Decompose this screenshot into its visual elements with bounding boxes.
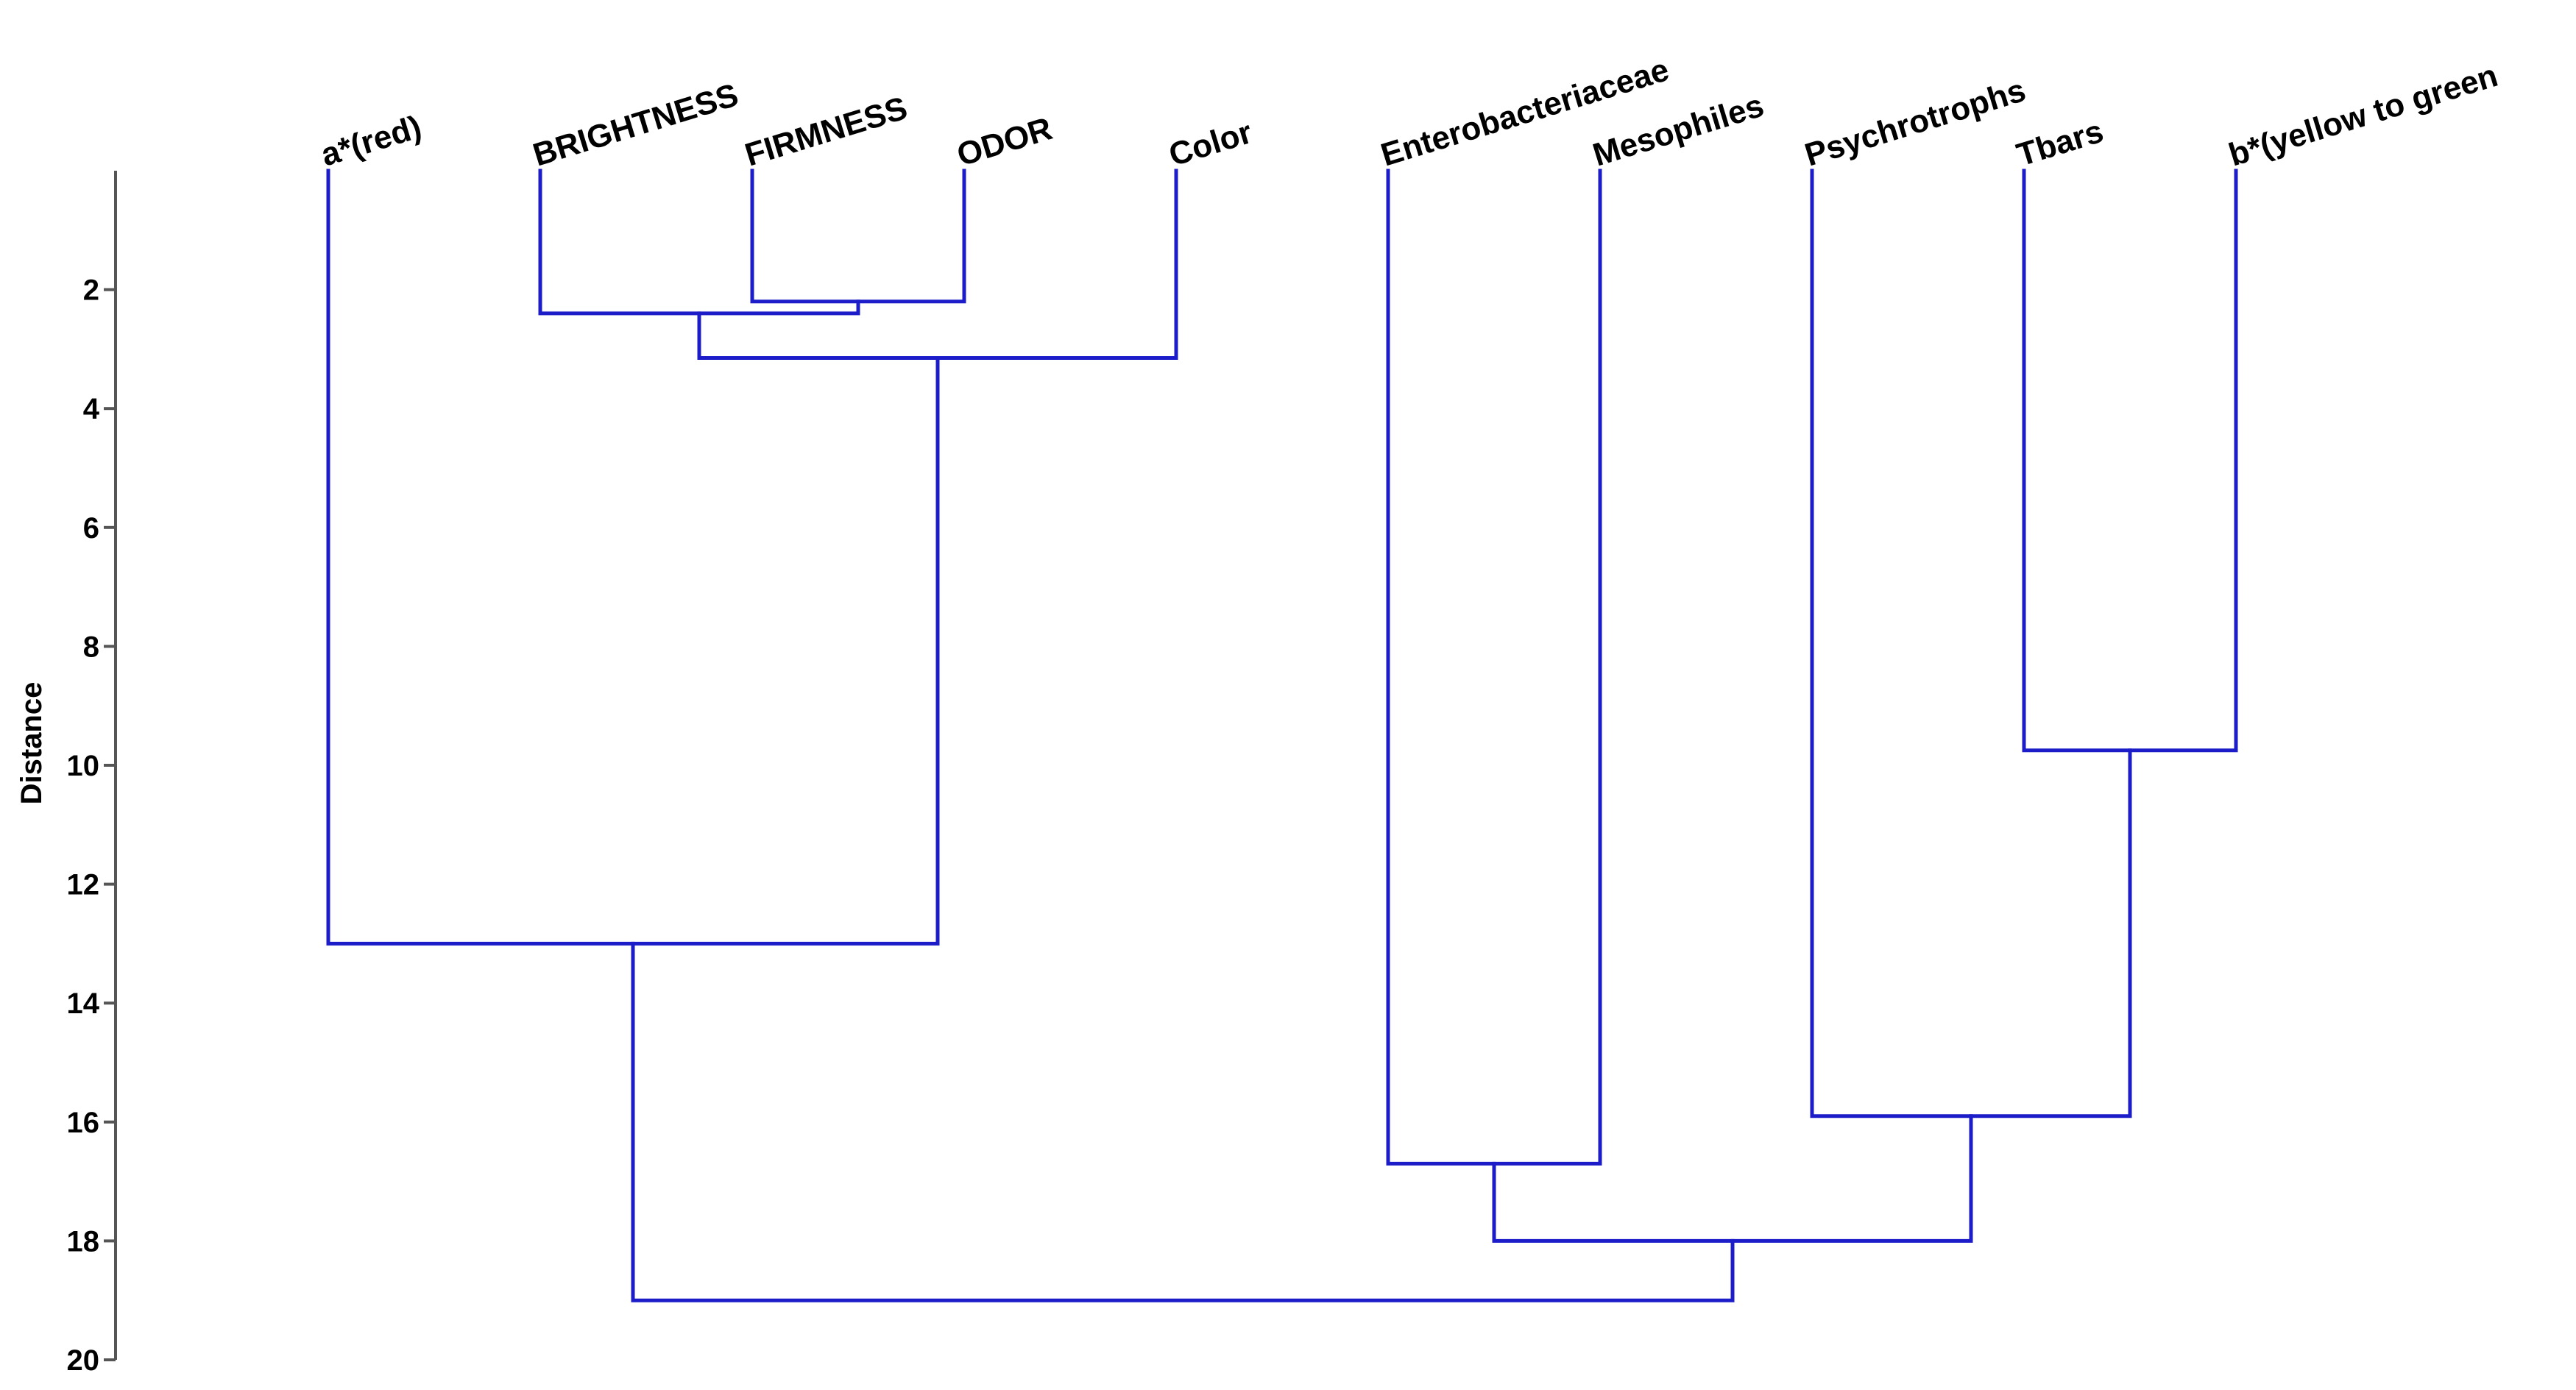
- dendrogram-link-m3: [697, 169, 1178, 361]
- leaf-label-psychrotrophs: Psychrotrophs: [1801, 72, 2030, 174]
- dendrogram-link-m1: [750, 169, 966, 304]
- y-tick-label: 18: [67, 1225, 100, 1258]
- dendrogram-link-m9: [631, 941, 1735, 1302]
- leaf-label-tbars: Tbars: [2013, 113, 2108, 174]
- leaf-label-color: Color: [1165, 114, 1256, 173]
- y-tick-label: 16: [67, 1107, 100, 1139]
- dendrogram-link-m6: [1810, 169, 2132, 1118]
- leaf-label-a-red: a*(red): [317, 109, 426, 174]
- leaf-label-b-yellow-to-green: b*(yellow to green: [2225, 57, 2502, 174]
- y-axis-title: Distance: [15, 682, 48, 805]
- dendrogram-link-m7: [1386, 169, 1602, 1166]
- dendrogram-link-m4: [326, 169, 940, 946]
- dendrogram-link-m5: [2022, 169, 2238, 753]
- leaf-label-brightness: BRIGHTNESS: [529, 77, 743, 173]
- dendrogram-link-m2: [538, 169, 860, 316]
- dendrogram-link-m8: [1492, 1114, 1973, 1243]
- y-tick-label: 6: [83, 512, 99, 545]
- y-tick-label: 2: [83, 274, 99, 307]
- leaf-label-odor: ODOR: [953, 110, 1057, 173]
- y-tick-label: 8: [83, 631, 99, 663]
- dendrogram-links: [326, 169, 2238, 1302]
- y-tick-label: 20: [67, 1344, 100, 1377]
- leaf-label-firmness: FIRMNESS: [741, 90, 912, 173]
- y-tick-label: 10: [67, 750, 100, 782]
- y-tick-label: 14: [67, 987, 100, 1020]
- y-tick-label: 12: [67, 869, 100, 901]
- y-tick-label: 4: [83, 393, 100, 425]
- y-axis: 2 4 6 8 10 12 14 16 18 20: [67, 171, 117, 1377]
